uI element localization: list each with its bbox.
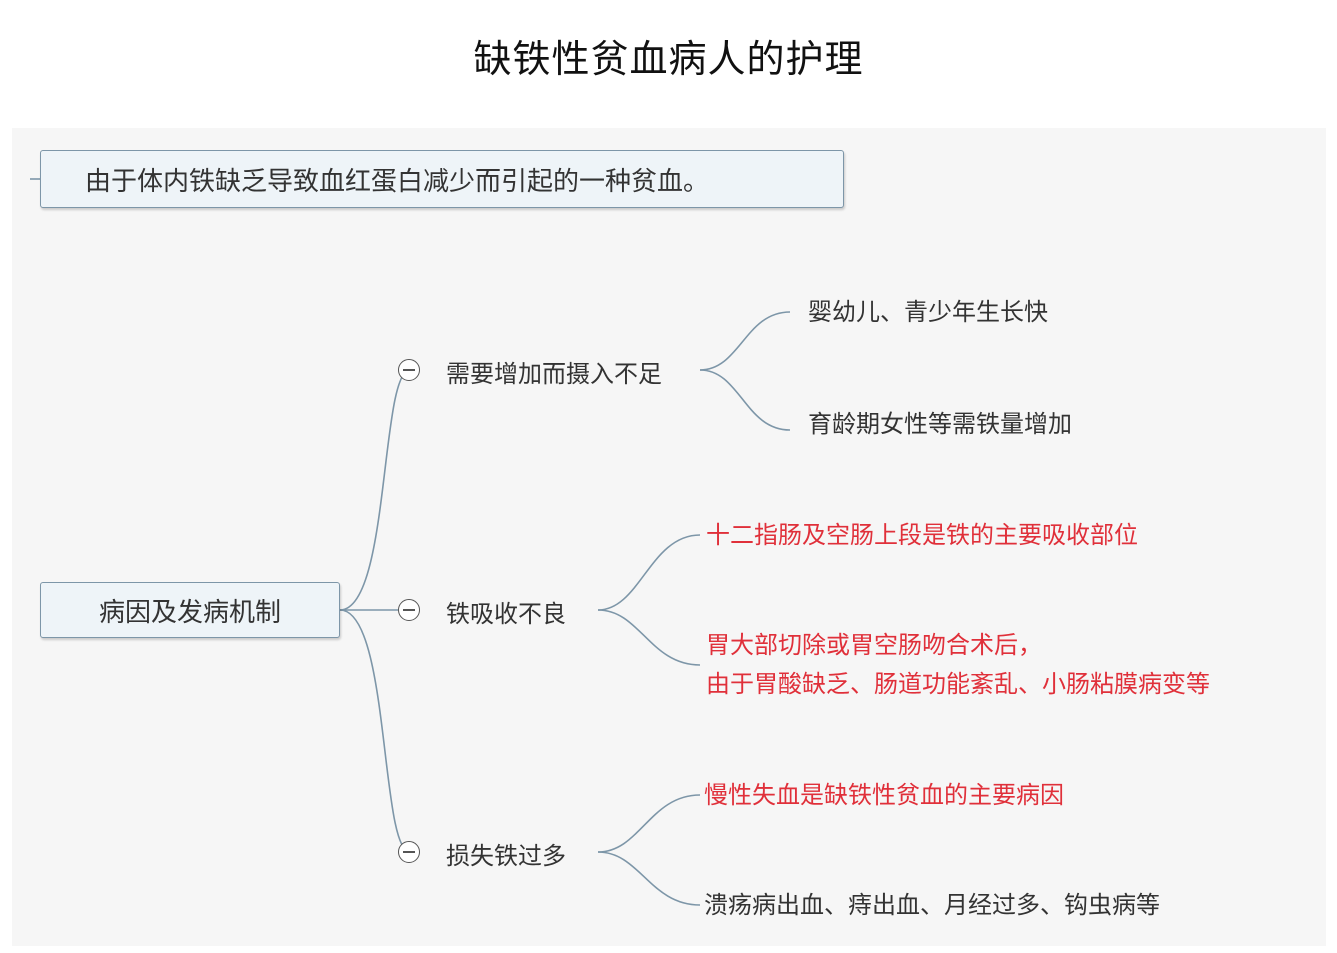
collapse-icon[interactable] bbox=[398, 599, 420, 621]
branch-label[interactable]: 铁吸收不良 bbox=[446, 600, 566, 628]
connector-b3-leaf2 bbox=[597, 851, 701, 906]
definition-topic[interactable]: 由于体内铁缺乏导致血红蛋白减少而引起的一种贫血。 bbox=[40, 150, 844, 208]
connector-b1-leaf2 bbox=[699, 369, 791, 431]
connector-b3-leaf1 bbox=[597, 794, 701, 853]
leaf-topic-highlight[interactable]: 十二指肠及空肠上段是铁的主要吸收部位 bbox=[706, 521, 1138, 549]
leaf-topic[interactable]: 婴幼儿、青少年生长快 bbox=[808, 298, 1048, 326]
collapse-icon[interactable] bbox=[398, 841, 420, 863]
branch-label[interactable]: 损失铁过多 bbox=[446, 842, 566, 870]
branch-label[interactable]: 需要增加而摄入不足 bbox=[446, 360, 662, 388]
connector-b2-leaf1 bbox=[597, 534, 701, 611]
leaf-topic-highlight[interactable]: 胃大部切除或胃空肠吻合术后， bbox=[706, 631, 1042, 659]
collapse-icon[interactable] bbox=[398, 359, 420, 381]
root-topic[interactable]: 病因及发病机制 bbox=[40, 582, 340, 638]
connector-b1-leaf1 bbox=[699, 311, 791, 371]
leaf-topic-highlight[interactable]: 慢性失血是缺铁性贫血的主要病因 bbox=[704, 781, 1064, 809]
connector-b2-leaf2 bbox=[597, 609, 701, 666]
leaf-topic[interactable]: 育龄期女性等需铁量增加 bbox=[808, 410, 1072, 438]
page-title: 缺铁性贫血病人的护理 bbox=[473, 37, 864, 81]
leaf-topic[interactable]: 溃疡病出血、痔出血、月经过多、钩虫病等 bbox=[704, 891, 1160, 919]
leaf-topic-highlight[interactable]: 由于胃酸缺乏、肠道功能紊乱、小肠粘膜病变等 bbox=[706, 670, 1210, 698]
mindmap-canvas bbox=[12, 128, 1326, 946]
connector-root-branch3 bbox=[339, 609, 411, 853]
connector-root-branch1 bbox=[339, 369, 411, 611]
